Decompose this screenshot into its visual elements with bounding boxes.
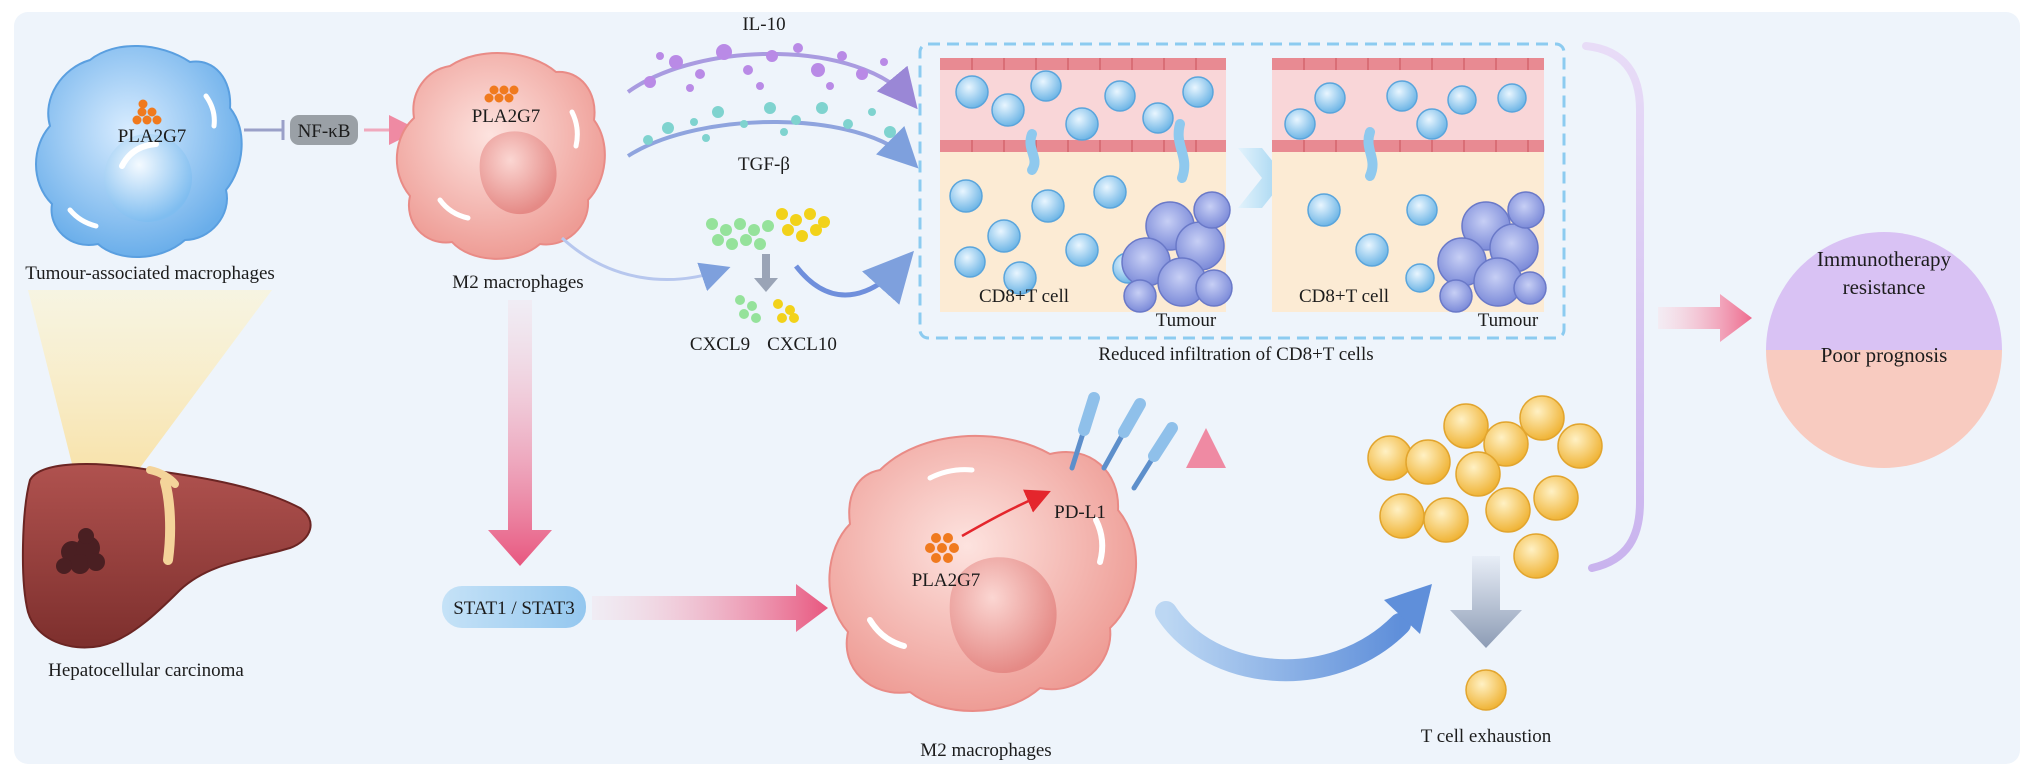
m2-label-top: M2 macrophages [452,272,583,293]
cd8-label-right: CD8+T cell [1299,286,1389,307]
cd8-label-left: CD8+T cell [979,286,1069,307]
pla2g7-label-tam: PLA2G7 [118,126,187,147]
vessel-panel-left [940,58,1232,312]
stat-label: STAT1 / STAT3 [453,598,575,619]
il10-label: IL-10 [742,14,785,35]
pdl1-label: PD-L1 [1054,502,1106,523]
tumour-label-left: Tumour [1156,310,1217,331]
tumour-associated-macrophage-icon [36,46,242,257]
m2-label-bottom: M2 macrophages [920,740,1051,761]
m2-macrophage-top-icon [397,53,605,259]
tgfb-label: TGF-β [738,154,790,175]
hcc-label: Hepatocellular carcinoma [48,660,244,681]
tam-label: Tumour-associated macrophages [25,263,275,284]
infiltration-label: Reduced infiltration of CD8+T cells [1098,344,1373,365]
cxcl10-label: CXCL10 [767,334,837,355]
nfkb-label: NF-κB [298,121,351,142]
pla2g7-label-m2-top: PLA2G7 [472,106,541,127]
vessel-panel-right [1272,58,1546,312]
poor-prognosis-label: Poor prognosis [1821,343,1948,367]
m2-macrophage-bottom-icon [829,436,1136,711]
immunotherapy-label-line2: resistance [1843,275,1926,299]
cxcl9-label: CXCL9 [690,334,750,355]
exhaustion-label: T cell exhaustion [1421,726,1552,747]
pla2g7-label-m2-bottom: PLA2G7 [912,570,981,591]
immunotherapy-label-line1: Immunotherapy [1817,247,1952,271]
exhausted-t-cell-icon [1466,670,1506,710]
tumour-label-right: Tumour [1478,310,1539,331]
